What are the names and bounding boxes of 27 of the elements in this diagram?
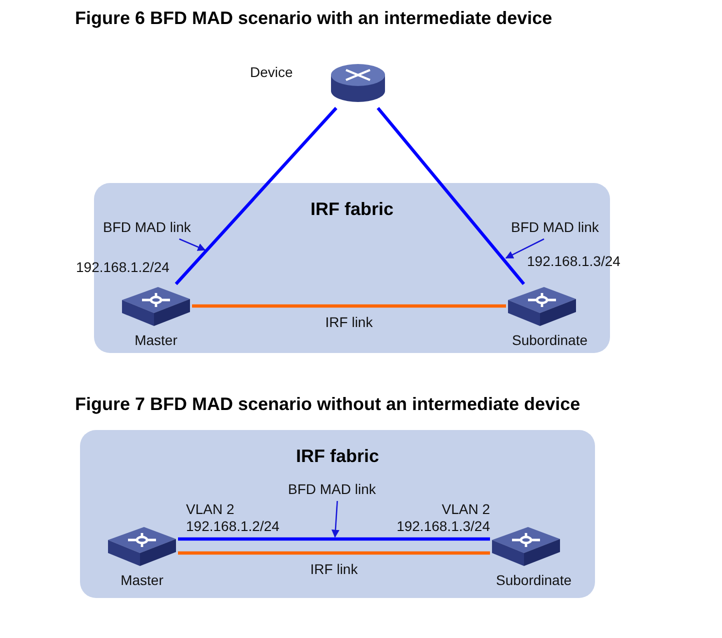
node-label: Master (120, 572, 164, 588)
callout-label: BFD MAD link (103, 219, 209, 239)
callout-label: BFD MAD link (511, 219, 617, 239)
edge-label: IRF link (309, 561, 359, 577)
ip-address-label: 192.168.1.2/24 (76, 259, 170, 276)
area-title: IRF fabric (296, 446, 379, 467)
area-title: IRF fabric (310, 199, 394, 220)
figure-title: Figure 7 BFD MAD scenario without an intermediate device (75, 394, 580, 415)
network-link (376, 106, 526, 286)
leader-line (505, 238, 544, 259)
node-label: Subordinate (496, 572, 573, 588)
figure-title: Figure 6 BFD MAD scenario with an intermediate device (75, 8, 552, 29)
edge-label: IRF link (324, 314, 374, 330)
callout-label: BFD MAD link (288, 481, 388, 501)
network-link (174, 106, 338, 286)
node-label: Subordinate (512, 332, 589, 348)
leader-line (331, 500, 340, 538)
ip-address-label: VLAN 2 192.168.1.2/24 (186, 501, 280, 535)
fabric-area (80, 430, 595, 598)
ip-address-label: VLAN 2 192.168.1.3/24 (396, 501, 490, 535)
network-link (192, 304, 506, 308)
node-label: Master (134, 332, 178, 348)
node-label: Device (250, 64, 293, 80)
network-link (178, 537, 490, 541)
network-link (178, 551, 490, 555)
ip-address-label: 192.168.1.3/24 (527, 253, 622, 270)
leader-line (179, 238, 206, 251)
